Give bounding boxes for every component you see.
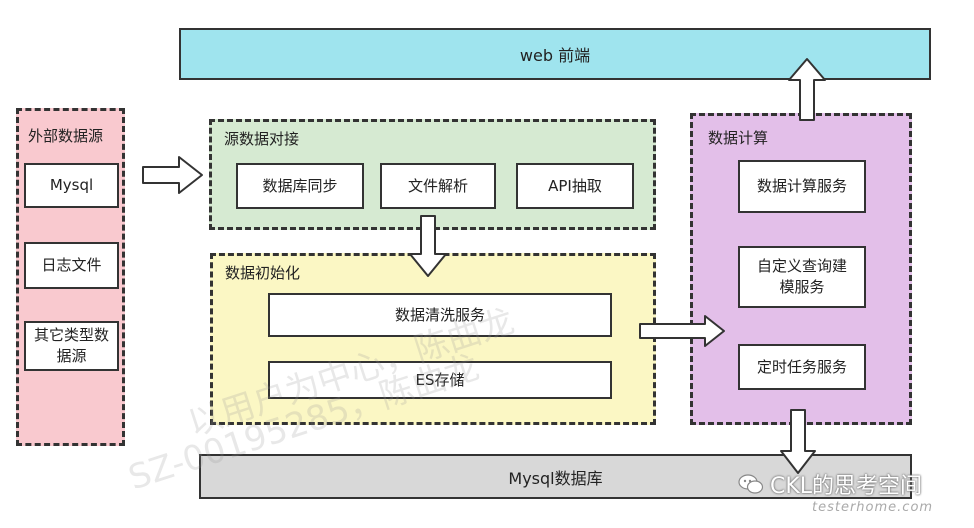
arrow-compute-to-db: [780, 409, 816, 474]
arrow-external-to-sync: [142, 156, 203, 194]
mysql-source-box: Mysql: [24, 163, 119, 208]
arrow-init-to-compute: [639, 315, 725, 347]
api-extract-label: API抽取: [548, 176, 602, 195]
compute-service-label: 数据计算服务: [756, 177, 847, 195]
arrow-sync-to-init: [409, 215, 447, 277]
file-parse-box: 文件解析: [380, 163, 496, 209]
db-sync-label: 数据库同步: [262, 176, 338, 195]
compute-service-box: 数据计算服务: [738, 160, 866, 213]
web-frontend-label: web 前端: [519, 46, 591, 65]
data-cleaning-box: 数据清洗服务: [268, 293, 612, 337]
mysql-source-label: Mysql: [49, 176, 94, 194]
other-sources-box: 其它类型数据源: [24, 321, 119, 371]
custom-query-box: 自定义查询建模服务: [738, 246, 866, 308]
es-storage-box: ES存储: [268, 361, 612, 399]
scheduled-task-box: 定时任务服务: [738, 344, 866, 390]
compute-group-title: 数据计算: [708, 129, 769, 147]
external-group-title: 外部数据源: [28, 127, 104, 145]
log-file-label: 日志文件: [41, 256, 102, 274]
sync-group-title: 源数据对接: [224, 130, 300, 148]
data-cleaning-label: 数据清洗服务: [394, 305, 485, 324]
log-file-box: 日志文件: [24, 242, 119, 289]
api-extract-box: API抽取: [516, 163, 634, 209]
brand-name: CKL的思考空间: [770, 474, 923, 499]
wechat-icon: [738, 474, 764, 494]
web-frontend-bar: web 前端: [179, 28, 931, 80]
es-storage-label: ES存储: [415, 370, 465, 389]
mysql-database-label: Mysql数据库: [508, 468, 603, 488]
custom-query-label: 自定义查询建模服务: [756, 257, 847, 296]
brand-site: testerhome.com: [812, 500, 934, 515]
other-sources-label: 其它类型数据源: [34, 326, 110, 365]
file-parse-label: 文件解析: [407, 176, 468, 195]
brand-badge: CKL的思考空间: [738, 468, 922, 500]
db-sync-box: 数据库同步: [236, 163, 364, 209]
scheduled-task-label: 定时任务服务: [756, 357, 847, 376]
arrow-compute-to-web: [788, 58, 826, 121]
init-group-title: 数据初始化: [225, 264, 301, 282]
